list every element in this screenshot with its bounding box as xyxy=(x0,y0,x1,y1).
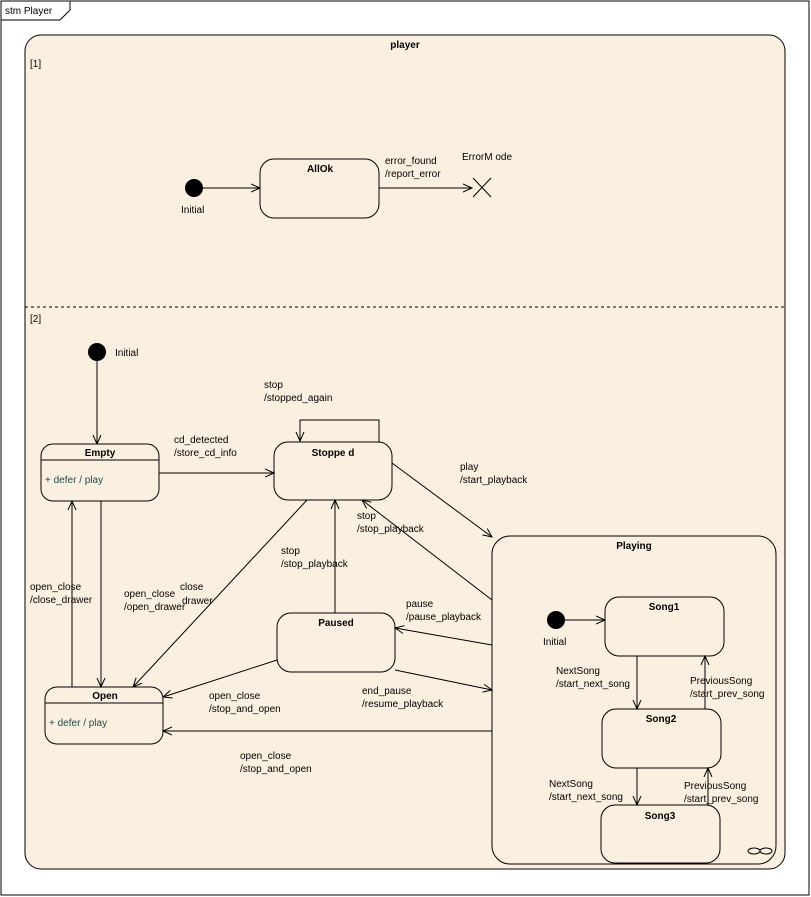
stop-from-playing-action: /stop_playback xyxy=(357,524,425,535)
region-2-label: [2] xyxy=(30,314,41,325)
frame-tab xyxy=(1,1,71,21)
error-found-action: /report_error xyxy=(385,169,441,180)
player-state-name: player xyxy=(390,40,420,51)
open-close-paused-action: /stop_and_open xyxy=(209,704,281,715)
paused-state[interactable] xyxy=(276,612,396,673)
open-close-from-stopped-transition[interactable] xyxy=(133,499,308,687)
song3-state-name: Song3 xyxy=(645,811,676,822)
open-close-playing-action: /stop_and_open xyxy=(240,764,312,775)
song1-state[interactable] xyxy=(604,596,725,657)
stop-from-paused-trigger: stop xyxy=(281,546,300,557)
open-close-overlap-2: drawer xyxy=(182,596,213,607)
prev-song-3-trigger: PreviousSong xyxy=(684,781,746,792)
next-song-1-action: /start_next_song xyxy=(556,679,630,690)
song2-state[interactable] xyxy=(601,708,722,769)
end-pause-trigger: end_pause xyxy=(362,686,412,697)
playing-state-name: Playing xyxy=(616,541,652,552)
end-pause-action: /resume_playback xyxy=(362,699,444,710)
play-action: /start_playback xyxy=(460,475,528,486)
stop-from-playing-trigger: stop xyxy=(357,511,376,522)
error-found-trigger: error_found xyxy=(385,156,437,167)
region2-initial-label: Initial xyxy=(115,348,138,359)
open-close-empty-action: /close_drawer xyxy=(30,595,93,606)
stop-from-paused-action: /stop_playback xyxy=(281,559,349,570)
infinity-icon xyxy=(747,847,773,855)
open-state-name: Open xyxy=(92,691,118,702)
allok-state-name: AllOk xyxy=(307,164,334,175)
song1-state-name: Song1 xyxy=(649,602,680,613)
stop-from-playing-transition[interactable] xyxy=(362,500,493,601)
terminate-label: ErrorM ode xyxy=(462,152,512,163)
open-defer-activity: + defer / play xyxy=(49,718,107,729)
next-song-1-trigger: NextSong xyxy=(556,666,600,677)
next-song-2-action: /start_next_song xyxy=(549,792,623,803)
stopped-state-name: Stoppe d xyxy=(312,448,355,459)
play-transition[interactable] xyxy=(391,462,492,537)
cd-detected-action: /store_cd_info xyxy=(174,448,237,459)
open-close-playing-trigger: open_close xyxy=(240,751,292,762)
playing-initial-pseudostate[interactable] xyxy=(547,611,565,629)
play-trigger: play xyxy=(460,462,478,473)
stop-again-action: /stopped_again xyxy=(264,393,332,404)
stop-again-trigger: stop xyxy=(264,380,283,391)
open-close-paused-trigger: open_close xyxy=(209,691,261,702)
song3-state[interactable] xyxy=(600,804,721,864)
region-1-label: [1] xyxy=(30,59,41,70)
paused-state-name: Paused xyxy=(318,618,354,629)
frame-title: stm Player xyxy=(5,6,53,17)
region1-initial-label: Initial xyxy=(181,205,204,216)
region2-initial-pseudostate[interactable] xyxy=(88,343,106,361)
end-pause-transition[interactable] xyxy=(394,669,492,690)
open-close-stopped-trigger: open_close xyxy=(124,589,176,600)
empty-defer-activity: + defer / play xyxy=(45,475,103,486)
open-close-from-paused-transition[interactable] xyxy=(163,659,278,697)
empty-state-name: Empty xyxy=(85,448,116,459)
prev-song-3-action: /start_prev_song xyxy=(684,794,759,805)
next-song-2-trigger: NextSong xyxy=(549,779,593,790)
playing-initial-label: Initial xyxy=(543,637,566,648)
pause-action: /pause_playback xyxy=(406,612,482,623)
cd-detected-trigger: cd_detected xyxy=(174,435,229,446)
region1-initial-pseudostate[interactable] xyxy=(185,179,203,197)
open-close-empty-trigger: open_close xyxy=(30,582,82,593)
pause-trigger: pause xyxy=(406,599,434,610)
open-close-overlap-1: close xyxy=(180,582,204,593)
open-close-stopped-action: /open_drawer xyxy=(124,602,186,613)
song2-state-name: Song2 xyxy=(646,714,677,725)
terminate-icon xyxy=(472,177,492,198)
prev-song-2-action: /start_prev_song xyxy=(690,689,765,700)
pause-transition[interactable] xyxy=(395,628,493,646)
prev-song-2-trigger: PreviousSong xyxy=(690,676,752,687)
